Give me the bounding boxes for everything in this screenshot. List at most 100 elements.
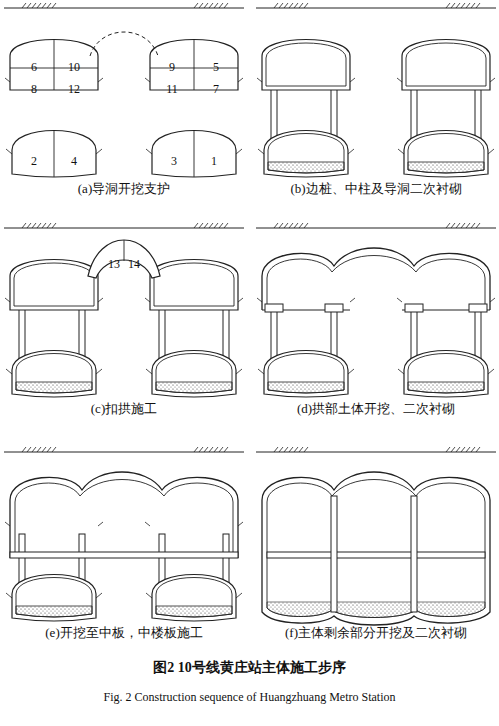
ground-hatch xyxy=(294,3,298,8)
ground-hatch xyxy=(466,223,470,228)
secondary-lining xyxy=(408,134,484,174)
lower-pilot-tunnel xyxy=(404,351,488,398)
step-number: 5 xyxy=(213,61,219,74)
base-concrete xyxy=(16,382,92,393)
secondary-lining xyxy=(408,354,484,394)
construction-step xyxy=(4,447,244,621)
ground-hatch xyxy=(194,223,198,228)
ground-hatch xyxy=(209,3,213,8)
lower-pilot-tunnel xyxy=(264,351,348,398)
ground-hatch xyxy=(214,3,218,8)
ground-hatch xyxy=(446,223,450,228)
ground-hatch xyxy=(22,447,26,452)
ground-hatch xyxy=(204,3,208,8)
ground-line xyxy=(256,8,496,9)
base-concrete xyxy=(268,382,344,393)
lock-foot xyxy=(5,298,10,302)
base-concrete xyxy=(268,162,344,173)
lock-foot xyxy=(145,522,150,526)
ground-hatch xyxy=(52,223,56,228)
arch-lining xyxy=(15,480,233,553)
ground-hatch xyxy=(32,223,36,228)
lock-foot xyxy=(258,369,264,374)
step-number: 11 xyxy=(166,83,178,96)
lock-foot xyxy=(350,78,355,82)
station-outer xyxy=(262,472,490,625)
ground-hatch xyxy=(284,447,288,452)
pilot-divider xyxy=(54,39,55,90)
ground-hatch xyxy=(476,223,480,228)
construction-step xyxy=(256,447,496,625)
ground-hatch xyxy=(37,447,41,452)
ground-hatch xyxy=(274,447,278,452)
ground-hatch xyxy=(294,447,298,452)
ground-hatch xyxy=(27,223,31,228)
secondary-lining xyxy=(16,578,92,618)
lock-foot xyxy=(348,149,354,154)
step-number: 4 xyxy=(71,155,77,168)
lock-foot xyxy=(398,149,404,154)
ground-hatch xyxy=(299,223,303,228)
lock-foot xyxy=(488,149,494,154)
arch-divider xyxy=(124,240,125,261)
ground-hatch xyxy=(42,447,46,452)
step-number: 13 xyxy=(108,258,120,271)
ground-hatch xyxy=(204,223,208,228)
lower-pilot-tunnel xyxy=(152,351,236,398)
lock-foot xyxy=(98,522,103,526)
step-number: 14 xyxy=(128,258,140,271)
construction-step xyxy=(256,223,496,397)
pilot-divider xyxy=(54,130,55,177)
ground-hatch xyxy=(47,447,51,452)
ground-hatch xyxy=(42,223,46,228)
ground-hatch xyxy=(456,3,460,8)
lock-foot xyxy=(146,369,152,374)
capping-beam xyxy=(265,304,283,312)
step-number: 6 xyxy=(31,61,37,74)
lower-pilot-tunnel xyxy=(152,575,236,622)
lock-foot xyxy=(96,369,102,374)
ground-hatch xyxy=(304,447,308,452)
construction-step xyxy=(4,3,244,177)
ground-hatch xyxy=(209,223,213,228)
planned-arch xyxy=(90,32,158,56)
ground-line xyxy=(4,452,244,453)
figure-caption: Fig. 2 Construction sequence of Huangzhu… xyxy=(104,691,396,704)
ground-line xyxy=(4,8,244,9)
lock-foot xyxy=(258,149,264,154)
lock-foot xyxy=(5,78,10,82)
arch-outer xyxy=(10,472,238,558)
ground-hatch xyxy=(224,223,228,228)
ground-hatch xyxy=(304,3,308,8)
arch-closure xyxy=(88,240,160,278)
ground-hatch xyxy=(476,447,480,452)
base-concrete xyxy=(156,382,232,393)
lock-foot xyxy=(6,593,12,598)
ground-hatch xyxy=(224,3,228,8)
ground-hatch xyxy=(466,447,470,452)
ground-hatch xyxy=(219,447,223,452)
ground-hatch xyxy=(274,3,278,8)
ground-hatch xyxy=(22,223,26,228)
step-caption: (d)拱部土体开挖、二次衬砌 xyxy=(297,402,455,416)
step-number: 8 xyxy=(31,83,37,96)
figure-title: 图2 10号线黄庄站主体施工步序 xyxy=(153,660,346,675)
pilot-divider xyxy=(150,68,238,69)
ground-hatch xyxy=(194,447,198,452)
secondary-lining xyxy=(268,354,344,394)
ground-hatch xyxy=(304,223,308,228)
ground-hatch xyxy=(52,447,56,452)
lock-foot xyxy=(98,298,103,302)
ground-hatch xyxy=(214,223,218,228)
secondary-lining xyxy=(156,578,232,618)
ground-line xyxy=(4,228,244,229)
ground-hatch xyxy=(279,3,283,8)
lock-foot xyxy=(96,593,102,598)
lock-foot xyxy=(350,298,355,302)
lock-foot xyxy=(145,298,150,302)
lock-foot xyxy=(488,369,494,374)
middle-slab xyxy=(10,552,238,558)
ground-hatch xyxy=(279,223,283,228)
lock-foot xyxy=(348,369,354,374)
secondary-lining xyxy=(154,263,234,306)
